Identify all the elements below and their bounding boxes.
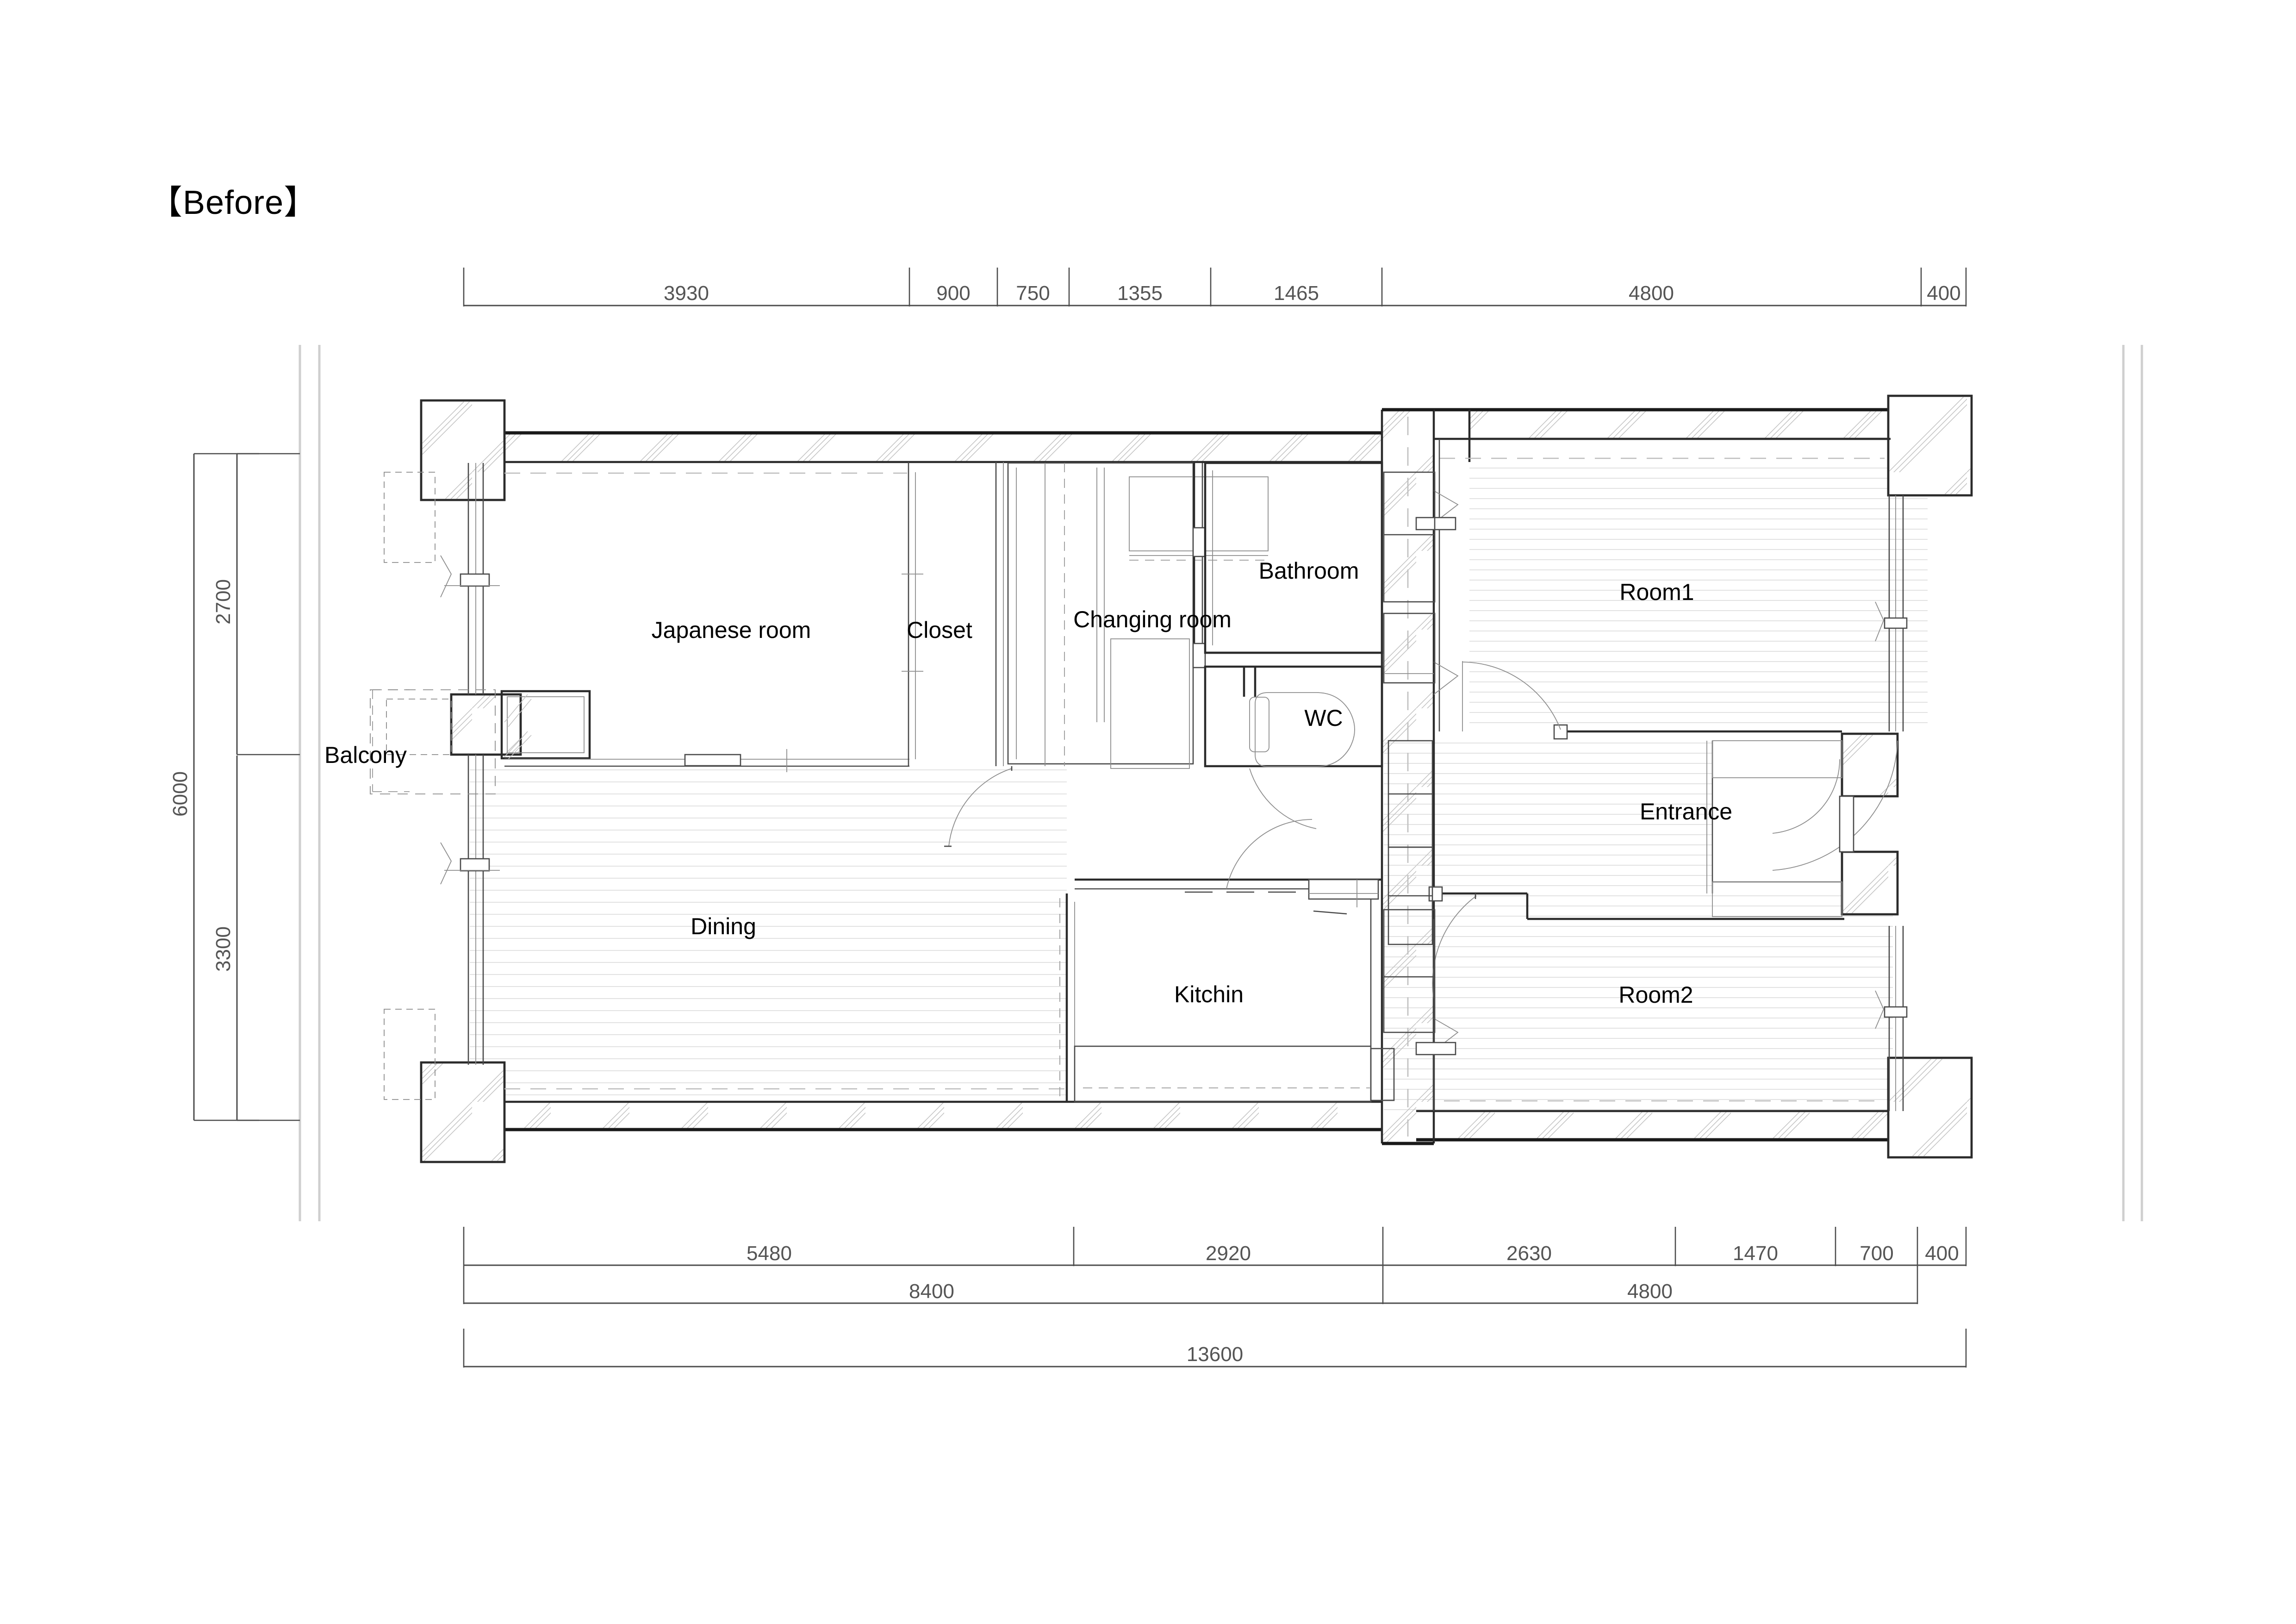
dim-bottom2-1: 4800: [1627, 1280, 1673, 1303]
dimension-strip-bottom-1: 5480 2920 2630 1470 700 400: [463, 1227, 1967, 1266]
dim-top-6: 400: [1927, 282, 1960, 305]
room-label-dining: Dining: [691, 913, 756, 939]
dim-left-inner-1: 3300: [212, 926, 235, 972]
room-label-changing-room: Changing room: [1073, 606, 1232, 632]
page-title: 【Before】: [149, 184, 318, 221]
dim-top-1: 900: [936, 282, 970, 305]
room-label-entrance: Entrance: [1640, 799, 1732, 824]
floor-surfaces: [470, 463, 1928, 1111]
room-label-wc: WC: [1304, 705, 1343, 731]
dim-left-inner-0: 2700: [212, 579, 235, 625]
dim-bottom2-0: 8400: [909, 1280, 954, 1303]
interior-partitions-right: [1388, 437, 1908, 1111]
dim-bottom1-2: 2630: [1506, 1242, 1552, 1265]
building-edge-guides: [299, 345, 2143, 1221]
room-label-bathroom: Bathroom: [1259, 558, 1359, 584]
room-label-room2: Room2: [1618, 982, 1693, 1008]
room-labels: Balcony Japanese room Closet Changing ro…: [324, 558, 1732, 1008]
dim-top-2: 750: [1016, 282, 1050, 305]
structural-columns: [420, 394, 1973, 1163]
dim-left-outer-0: 6000: [169, 771, 192, 817]
room-label-room1: Room1: [1619, 579, 1694, 605]
dimension-strip-top: 3930 900 750 1355 1465 4800 400: [463, 268, 1967, 306]
dim-top-3: 1355: [1117, 282, 1163, 305]
dim-bottom3-0: 13600: [1187, 1343, 1243, 1366]
dim-bottom1-4: 700: [1860, 1242, 1893, 1265]
room-label-balcony: Balcony: [324, 742, 407, 768]
balcony-glazing: [370, 463, 591, 1100]
dim-bottom1-0: 5480: [747, 1242, 792, 1265]
exterior-walls: [464, 408, 1893, 1145]
dim-bottom1-3: 1470: [1733, 1242, 1778, 1265]
room-label-kitchin: Kitchin: [1174, 981, 1244, 1007]
dimension-strip-bottom-2: 8400 4800: [463, 1266, 1918, 1304]
dimension-strip-bottom-3: 13600: [463, 1329, 1967, 1368]
dim-top-4: 1465: [1274, 282, 1319, 305]
interior-partitions-left: [504, 462, 1395, 1103]
room-label-japanese-room: Japanese room: [652, 617, 811, 643]
dimension-strip-left-outer: 6000: [169, 453, 259, 1121]
dim-top-0: 3930: [664, 282, 709, 305]
dim-top-5: 4800: [1629, 282, 1674, 305]
dim-bottom1-1: 2920: [1206, 1242, 1251, 1265]
dimension-strip-left-inner: 2700 3300: [212, 453, 300, 1121]
shaft-details: [1383, 471, 1436, 1033]
dim-bottom1-5: 400: [1925, 1242, 1959, 1265]
room-label-closet: Closet: [907, 617, 972, 643]
